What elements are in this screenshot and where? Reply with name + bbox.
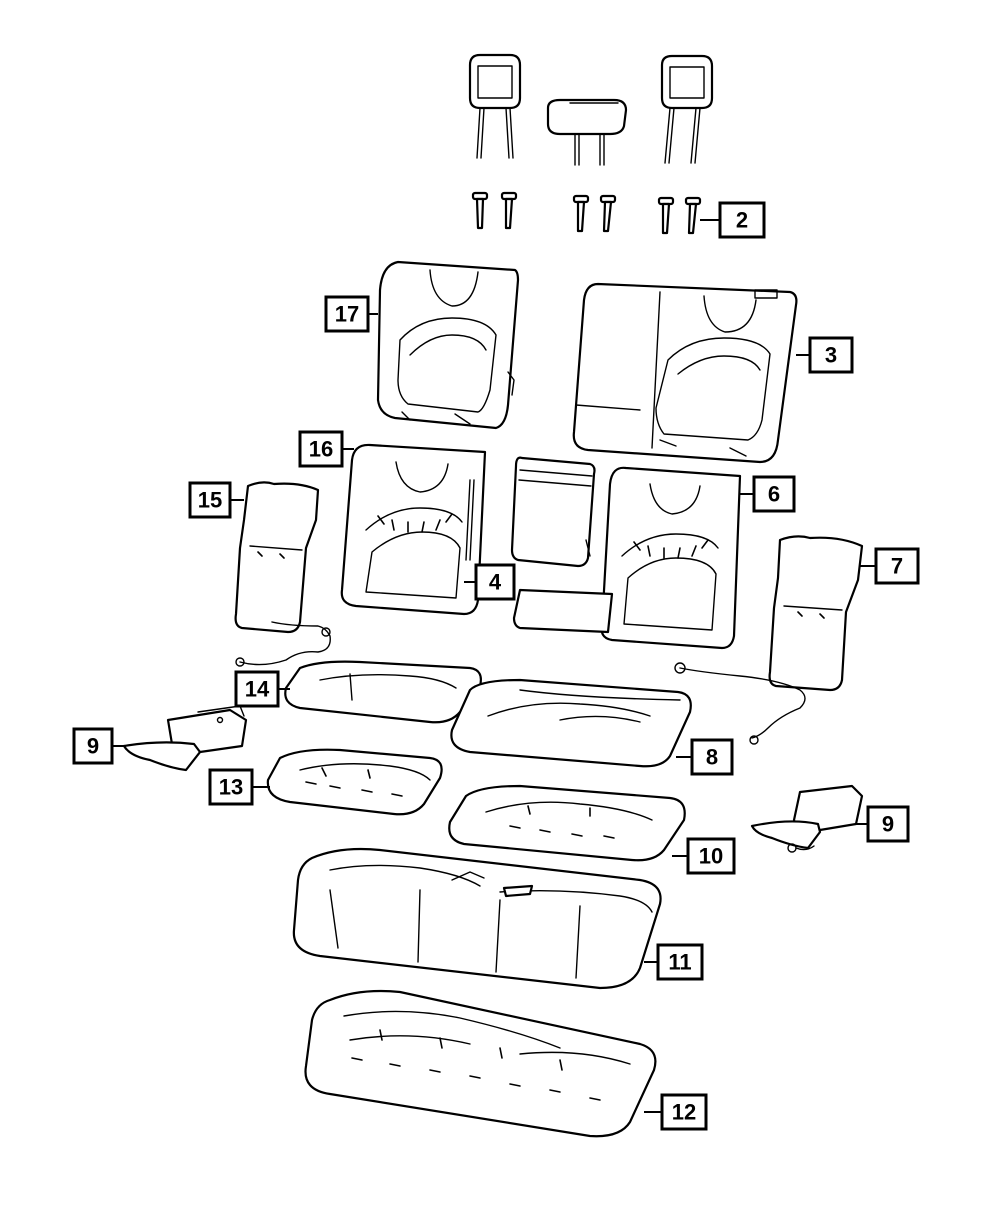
callout-7[interactable]: 7 (860, 547, 920, 585)
callout-11[interactable]: 11 (644, 943, 704, 981)
callout-16[interactable]: 16 (298, 430, 354, 468)
callout-3[interactable]: 3 (796, 336, 854, 374)
seat-cushion-cover (292, 847, 662, 990)
callout-4[interactable]: 4 (464, 563, 516, 601)
seat-back-panel-left (340, 443, 487, 616)
callout-6[interactable]: 6 (740, 475, 796, 513)
callout-label: 9 (882, 812, 894, 837)
callout-label: 10 (699, 844, 723, 869)
callout-8[interactable]: 8 (676, 738, 734, 776)
callout-17[interactable]: 17 (324, 295, 378, 333)
headrest-left (468, 53, 522, 159)
cushion-cover-right (450, 678, 692, 768)
callout-label: 2 (736, 208, 748, 233)
cushion-pad-right (448, 784, 686, 862)
seat-back-pad-right (674, 535, 864, 745)
seat-back-panel-right (512, 466, 742, 650)
callout-2[interactable]: 2 (700, 201, 766, 239)
seat-back-left (376, 260, 520, 430)
callout-13[interactable]: 13 (208, 768, 270, 806)
seat-back-pad-left (234, 481, 331, 667)
callout-label: 4 (489, 570, 502, 595)
cushion-cover-left (284, 660, 482, 724)
center-armrest (510, 456, 596, 568)
headrest-center (546, 98, 628, 166)
callout-label: 17 (335, 302, 359, 327)
callout-label: 16 (309, 437, 333, 462)
callout-label: 11 (668, 950, 691, 975)
callout-9-right[interactable]: 9 (856, 805, 910, 843)
callout-label: 15 (198, 488, 222, 513)
callout-label: 8 (706, 745, 718, 770)
callout-label: 9 (87, 734, 99, 759)
callout-label: 3 (825, 343, 837, 368)
callout-label: 6 (768, 482, 780, 507)
callout-label: 14 (245, 677, 270, 702)
callout-9-left[interactable]: 9 (72, 727, 126, 765)
headrest-guide-sleeves (471, 191, 702, 235)
seat-bracket-right (750, 784, 864, 853)
cushion-pad-left (266, 748, 443, 816)
callout-15[interactable]: 15 (188, 481, 244, 519)
callout-label: 7 (891, 554, 903, 579)
callout-label: 13 (219, 775, 243, 800)
callout-12[interactable]: 12 (644, 1093, 708, 1131)
callout-label: 12 (672, 1100, 696, 1125)
seat-back-right (572, 282, 798, 464)
seat-bracket-left (122, 705, 248, 772)
seat-cushion-pad (304, 989, 657, 1138)
headrest-right (660, 54, 714, 164)
callout-14[interactable]: 14 (234, 670, 290, 708)
callout-10[interactable]: 10 (672, 837, 736, 875)
